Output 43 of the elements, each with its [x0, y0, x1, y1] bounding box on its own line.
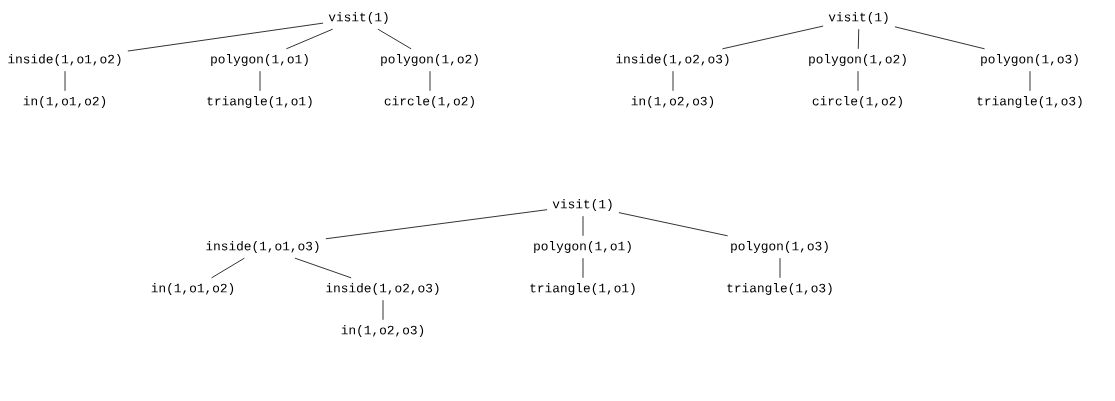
tree-branch — [722, 25, 824, 50]
tree-branch — [382, 299, 384, 321]
term-label: circle(1,o2) — [812, 96, 902, 108]
term-label: triangle(1,o1) — [207, 96, 312, 108]
term-label: polygon(1,o2) — [381, 54, 478, 66]
tree-branch — [582, 257, 584, 279]
tree-branch — [857, 28, 860, 50]
tree-branch — [285, 28, 334, 50]
term-label: in(1,o1,o2) — [23, 96, 106, 108]
term-label: polygon(1,o2) — [809, 54, 906, 66]
tree-branch — [857, 70, 859, 92]
term-label: visit(1) — [828, 12, 888, 24]
tree-branch — [1029, 70, 1031, 92]
tree-branch — [429, 70, 431, 92]
tree-branch — [211, 257, 245, 279]
tree-branch — [582, 215, 584, 237]
tree-branch — [64, 70, 66, 92]
tree-branch — [672, 70, 674, 92]
term-label: polygon(1,o1) — [211, 54, 308, 66]
tree-branch — [779, 257, 781, 279]
term-label: visit(1) — [552, 199, 612, 211]
tree-branch — [618, 212, 729, 237]
term-label: inside(1,o2,o3) — [326, 283, 439, 295]
term-label: visit(1) — [328, 12, 388, 24]
term-label: triangle(1,o3) — [727, 283, 832, 295]
term-label: triangle(1,o1) — [530, 283, 635, 295]
term-label: circle(1,o2) — [384, 96, 474, 108]
tree-branch — [325, 209, 548, 240]
term-label: inside(1,o1,o3) — [206, 241, 319, 253]
term-label: triangle(1,o3) — [977, 96, 1082, 108]
tree-branch — [894, 26, 985, 50]
term-label: in(1,o1,o2) — [151, 283, 234, 295]
term-label: polygon(1,o1) — [534, 241, 631, 253]
tree-branch — [259, 70, 261, 92]
term-label: polygon(1,o3) — [981, 54, 1078, 66]
term-label: polygon(1,o3) — [731, 241, 828, 253]
tree-branch — [294, 257, 352, 279]
tree-branch — [377, 28, 412, 50]
tree-branch — [127, 22, 324, 52]
term-label: in(1,o2,o3) — [341, 325, 424, 337]
term-label: inside(1,o2,o3) — [616, 54, 729, 66]
term-label: in(1,o2,o3) — [631, 96, 714, 108]
term-label: inside(1,o1,o2) — [8, 54, 121, 66]
